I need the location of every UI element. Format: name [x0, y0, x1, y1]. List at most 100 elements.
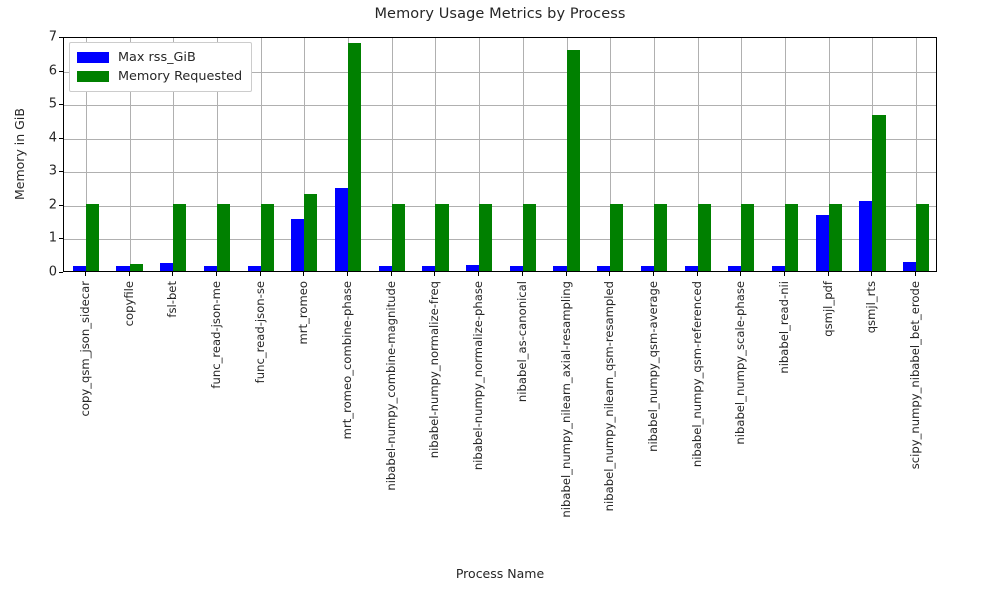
gridline-vertical	[829, 38, 830, 271]
bar	[291, 218, 305, 271]
chart-legend: Max rss_GiB Memory Requested	[69, 42, 253, 92]
x-tick-mark	[915, 272, 917, 276]
x-tick-mark	[84, 272, 86, 276]
bar	[597, 265, 611, 271]
y-tick-label: 7	[48, 29, 57, 45]
legend-item-max-rss: Max rss_GiB	[77, 48, 242, 67]
x-tick-mark	[609, 272, 611, 276]
bar	[247, 265, 261, 271]
bar	[160, 262, 174, 271]
bar	[203, 265, 217, 271]
bar	[435, 203, 449, 271]
gridline-horizontal	[64, 172, 936, 174]
bar	[522, 203, 536, 271]
x-tick-mark	[172, 272, 174, 276]
gridline-vertical	[654, 38, 655, 271]
chart-title: Memory Usage Metrics by Process	[374, 6, 626, 22]
bar	[509, 265, 523, 271]
gridline-vertical	[130, 38, 131, 271]
x-tick-mark	[652, 272, 654, 276]
gridline-horizontal	[64, 105, 936, 107]
gridline-vertical	[173, 38, 174, 271]
x-tick-label: mrt_romeo	[296, 281, 311, 345]
y-tick-label: 4	[48, 130, 57, 146]
y-tick-mark	[59, 204, 63, 206]
gridline-vertical	[785, 38, 786, 271]
bar	[479, 203, 493, 271]
y-tick-mark	[59, 137, 63, 139]
x-tick-mark	[740, 272, 742, 276]
x-tick-label: nibabel_numpy_nilearn_axial-resampling	[558, 281, 573, 518]
x-tick-label: fsl-bet	[165, 281, 180, 318]
gridline-vertical	[698, 38, 699, 271]
x-tick-label: nibabel_numpy_qsm-referenced	[689, 281, 704, 468]
bar	[610, 203, 624, 271]
gridline-vertical	[217, 38, 218, 271]
bar	[640, 265, 654, 271]
bar	[72, 265, 86, 271]
bar	[684, 265, 698, 271]
bar	[116, 265, 130, 271]
x-tick-mark	[696, 272, 698, 276]
bar	[828, 203, 842, 271]
x-tick-label: mrt_romeo_combine-phase	[340, 281, 355, 440]
bar	[903, 261, 917, 271]
y-tick-label: 6	[48, 63, 57, 79]
gridline-horizontal	[64, 239, 936, 241]
x-tick-mark	[390, 272, 392, 276]
y-tick-mark	[59, 37, 63, 38]
x-tick-mark	[871, 272, 873, 276]
bar	[553, 265, 567, 271]
x-tick-label: scipy_numpy_nibabel_bet_erode	[908, 281, 923, 470]
gridline-vertical	[741, 38, 742, 271]
bar	[391, 203, 405, 271]
x-tick-label: nibabel_numpy_nilearn_qsm-resampled	[602, 281, 617, 512]
gridline-vertical	[435, 38, 436, 271]
x-tick-mark	[128, 272, 130, 276]
bar	[304, 194, 318, 271]
x-tick-label: nibabel_numpy_qsm-average	[645, 281, 660, 452]
x-tick-mark	[827, 272, 829, 276]
y-tick-label: 1	[48, 230, 57, 246]
gridline-vertical	[916, 38, 917, 271]
y-tick-mark	[59, 104, 63, 106]
bar	[129, 263, 143, 271]
legend-swatch-blue	[77, 52, 109, 63]
x-axis-label: Process Name	[455, 566, 545, 581]
bar	[697, 203, 711, 271]
gridline-vertical	[392, 38, 393, 271]
bar	[653, 203, 668, 271]
x-tick-label: qsmjl_pdf	[820, 281, 835, 337]
x-tick-mark	[434, 272, 436, 276]
gridline-vertical	[610, 38, 611, 271]
bar	[771, 265, 786, 271]
bar	[872, 114, 886, 271]
bar	[216, 203, 231, 271]
bar	[422, 265, 436, 271]
bar	[785, 203, 799, 271]
x-tick-mark	[347, 272, 349, 276]
legend-label-memory-requested: Memory Requested	[118, 69, 243, 84]
y-axis-label: Memory in GiB	[12, 108, 27, 200]
x-tick-label: func_read-json-me	[208, 281, 223, 389]
y-tick-label: 3	[48, 163, 57, 179]
bar	[466, 264, 480, 271]
x-tick-mark	[478, 272, 480, 276]
x-tick-label: qsmjl_rts	[864, 281, 879, 334]
bar	[260, 203, 274, 271]
legend-label-max-rss: Max rss_GiB	[118, 50, 196, 65]
x-tick-mark	[521, 272, 523, 276]
x-tick-label: nibabel_as-canonical	[514, 281, 529, 403]
x-tick-label: nibabel-numpy_combine-magnitude	[383, 281, 398, 491]
legend-item-memory-requested: Memory Requested	[77, 67, 242, 86]
bar	[85, 203, 99, 271]
x-tick-label: copyfile	[121, 281, 136, 327]
y-tick-mark	[59, 238, 63, 240]
x-tick-label: copy_qsm_json_sidecar	[77, 281, 92, 417]
x-tick-label: nibabel-numpy_normalize-phase	[471, 281, 486, 471]
bar	[728, 265, 742, 271]
bar	[741, 203, 755, 271]
bar	[173, 203, 187, 271]
x-tick-label: nibabel_read-nii	[777, 281, 792, 374]
bar	[348, 42, 362, 271]
